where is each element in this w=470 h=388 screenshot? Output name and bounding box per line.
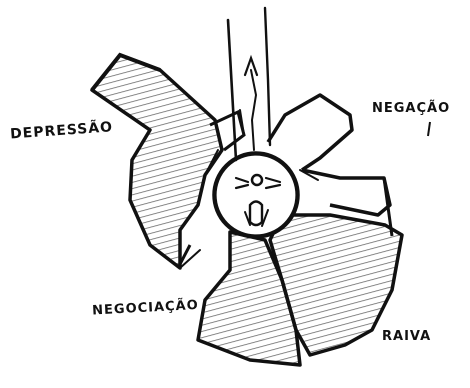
upward-arrow-icon	[228, 8, 270, 160]
label-negociacao: NEGOCIAÇÃO	[92, 297, 199, 319]
label-negacao: NEGAÇÃO	[372, 100, 450, 116]
depression-blade	[92, 55, 244, 268]
label-raiva: RAIVA	[382, 329, 431, 344]
tick-mark	[428, 122, 430, 136]
label-depressao: DEPRESSÃO	[10, 118, 114, 142]
